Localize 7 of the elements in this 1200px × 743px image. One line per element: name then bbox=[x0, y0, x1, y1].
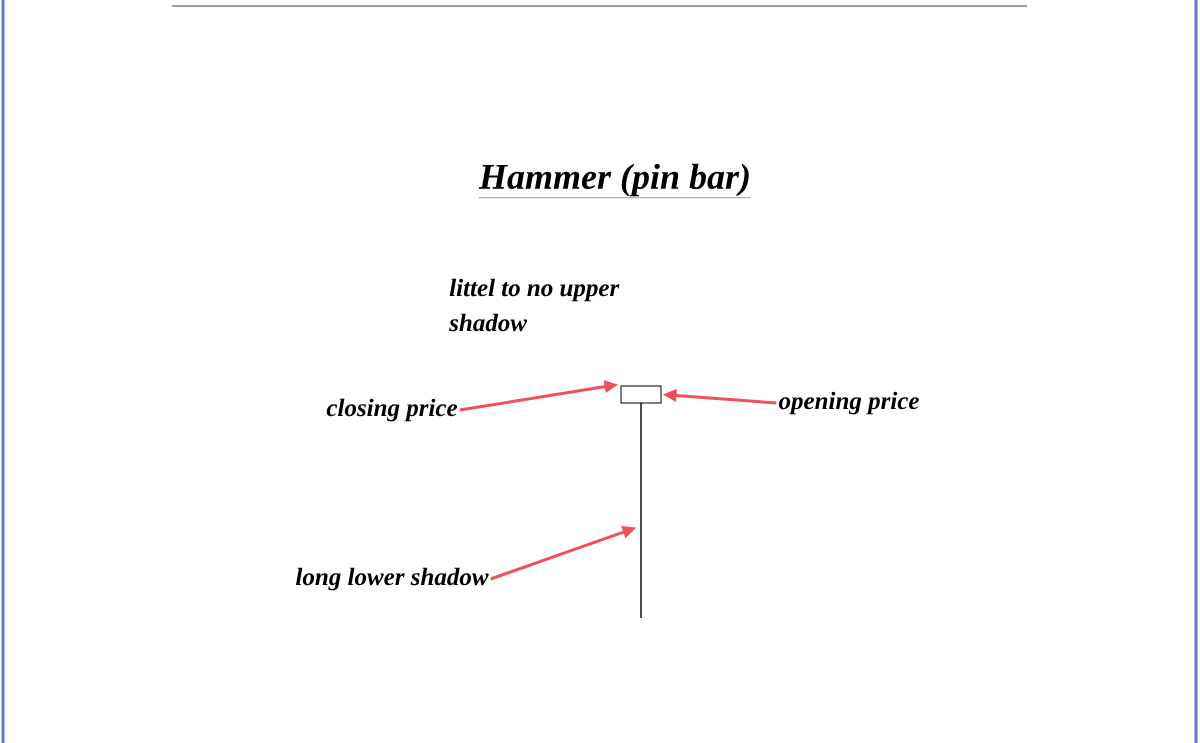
candle-wick bbox=[640, 402, 642, 619]
candle-body bbox=[620, 385, 662, 404]
callout-text: long lower shadow bbox=[296, 567, 489, 591]
callout-text: opening price bbox=[778, 391, 919, 415]
callout-text: closing price bbox=[326, 398, 458, 422]
title: Hammer (pin bar) bbox=[478, 163, 752, 198]
annotation-text: littel to no upper shadow bbox=[449, 278, 620, 332]
